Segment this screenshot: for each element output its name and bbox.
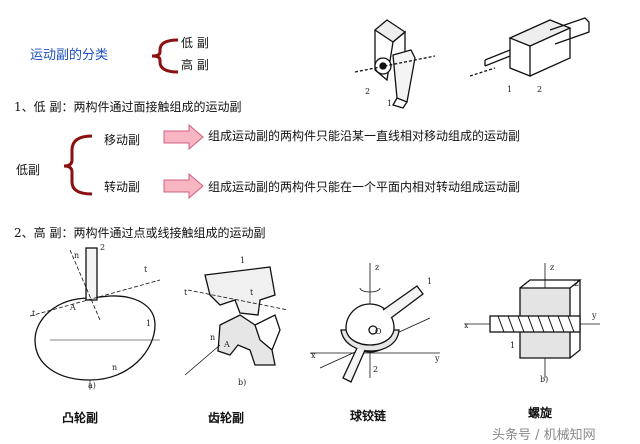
arrow-revolute-icon	[163, 172, 204, 200]
svg-text:1: 1	[510, 341, 515, 350]
prismatic-pair-desc: 组成运动副的两构件只能沿某一直线相对移动组成的运动副	[208, 129, 521, 143]
svg-text:y: y	[591, 311, 597, 320]
lower-pair-label: 低副	[16, 163, 41, 177]
revolute-pair-desc: 组成运动副的两构件只能在一个平面内相对转动组成运动副	[208, 180, 521, 194]
type-lower: 低 副	[181, 36, 209, 50]
svg-text:2: 2	[100, 243, 105, 252]
classification-title: 运动副的分类	[30, 48, 109, 63]
svg-text:t: t	[184, 288, 188, 297]
svg-text:1: 1	[146, 319, 151, 328]
svg-text:2: 2	[537, 85, 542, 94]
svg-text:y: y	[434, 354, 440, 363]
cam-pair-drawing: A n 2 t t 1 n a)	[29, 243, 161, 390]
svg-text:t: t	[32, 309, 36, 318]
svg-text:t: t	[144, 265, 148, 274]
svg-text:1: 1	[240, 256, 245, 265]
lower-pair-heading: 1、低 副：两构件通过面接触组成的运动副	[14, 100, 242, 114]
svg-text:O: O	[375, 327, 382, 336]
svg-text:z: z	[550, 263, 554, 272]
prismatic-pair-name: 移动副	[104, 133, 141, 147]
arrow-prismatic-icon	[163, 123, 204, 151]
svg-text:b): b)	[238, 378, 246, 387]
svg-text:x: x	[311, 351, 316, 360]
svg-text:A: A	[69, 303, 76, 312]
ball-joint-drawing: z 1 x y 2 O	[310, 263, 440, 383]
svg-text:x: x	[464, 321, 469, 330]
svg-text:1: 1	[387, 99, 392, 108]
svg-text:n: n	[210, 333, 215, 342]
svg-text:2: 2	[373, 365, 378, 374]
revolute-joint-drawing: 2 1	[354, 19, 436, 109]
prismatic-joint-drawing: 1 2	[469, 17, 590, 94]
svg-text:2: 2	[574, 279, 579, 288]
caption-cam-pair: 凸轮副	[62, 411, 99, 425]
svg-text:A: A	[223, 340, 230, 349]
svg-text:t: t	[250, 288, 254, 297]
gear-pair-drawing: 1 t A t n b)	[184, 256, 289, 387]
svg-text:b): b)	[540, 375, 548, 384]
svg-text:z: z	[375, 263, 379, 272]
svg-text:n: n	[112, 363, 117, 372]
caption-gear-pair: 齿轮副	[208, 411, 245, 425]
caption-screw: 螺旋	[528, 406, 553, 420]
svg-text:2: 2	[365, 87, 370, 96]
watermark: 头条号 / 机械知网	[492, 428, 596, 443]
higher-pair-heading: 2、高 副：两构件通过点或线接触组成的运动副	[14, 226, 266, 240]
revolute-pair-name: 转动副	[104, 180, 141, 194]
svg-text:1: 1	[507, 85, 512, 94]
svg-text:1: 1	[427, 277, 432, 286]
svg-text:n: n	[74, 251, 79, 260]
caption-ball-joint: 球铰链	[350, 409, 387, 423]
type-higher: 高 副	[181, 58, 209, 72]
svg-text:a): a)	[88, 381, 96, 390]
screw-pair-drawing: z 2 y x 1 b)	[464, 263, 600, 384]
